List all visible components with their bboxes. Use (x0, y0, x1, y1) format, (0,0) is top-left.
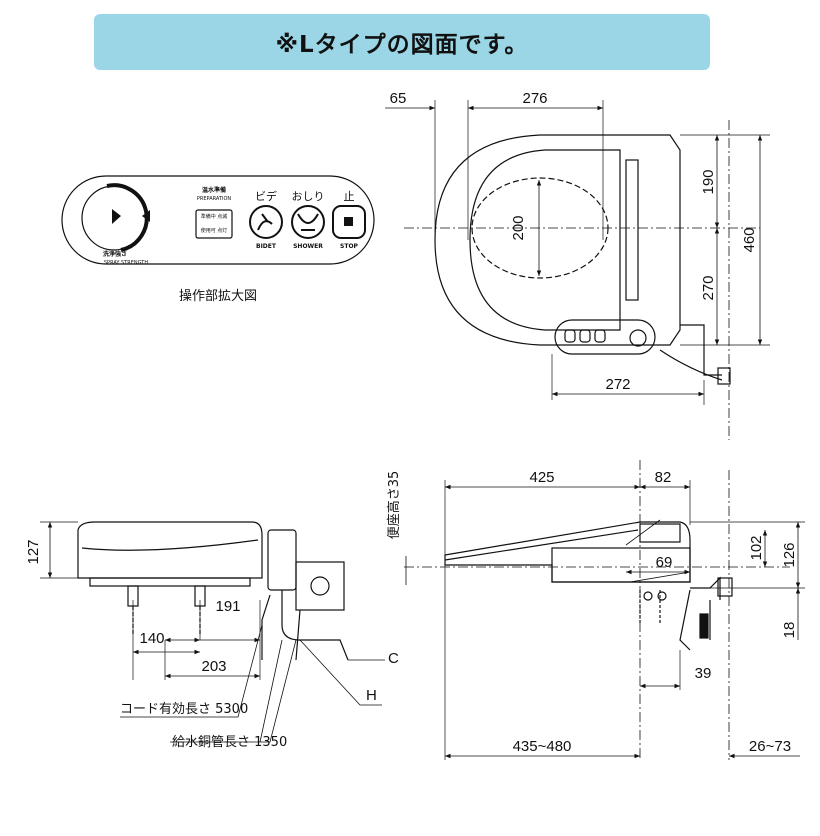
top-view (385, 100, 770, 440)
dim-460: 460 (741, 227, 758, 252)
dim-65: 65 (390, 90, 407, 107)
dim-272: 272 (605, 376, 630, 393)
dim-127: 127 (25, 539, 42, 564)
stop-label-en: STOP (340, 243, 359, 250)
shower-icon (297, 213, 319, 231)
spray-arc (106, 183, 149, 252)
stop-icon (344, 217, 353, 226)
dim-270: 270 (700, 275, 717, 300)
front-seat (444, 521, 691, 583)
bidet-label-jp: ビデ (255, 189, 277, 203)
hinge-cover (625, 159, 639, 301)
stop-label-jp: 止 (344, 190, 355, 203)
bidet-button (249, 205, 283, 239)
control-panel (61, 175, 375, 265)
dim-191: 191 (215, 598, 240, 615)
pipe-length: 給水銅管長さ 1350 (172, 735, 287, 750)
shower-label-en: SHOWER (293, 243, 323, 250)
supply-pipe (680, 324, 722, 376)
bidet-label-en: BIDET (256, 243, 277, 250)
spray-label-en: SPRAY STRENGTH (104, 260, 148, 266)
top-panel (554, 319, 656, 355)
cord-length: コード有効長さ 5300 (120, 702, 248, 717)
title-banner: ※Lタイプの図面です。 (94, 14, 710, 70)
prep-box (195, 209, 233, 239)
bidet-icon (257, 213, 273, 231)
seat-height-label: 便座高さ35 (386, 471, 402, 540)
dim-140: 140 (139, 630, 164, 647)
dim-425: 425 (529, 469, 554, 486)
play-right-icon (112, 209, 121, 224)
dim-435-480: 435~480 (513, 738, 572, 755)
seat-inner (469, 149, 621, 331)
mount-plate (295, 561, 345, 611)
prep-label-en: PREPARATION (197, 196, 232, 202)
stop-button (332, 205, 366, 239)
prep-label-jp: 温水準備 (202, 186, 226, 194)
valve-body (267, 529, 297, 591)
panel-outline (61, 175, 375, 265)
side-seat (77, 521, 263, 579)
play-left-icon (142, 210, 150, 222)
dim-126: 126 (781, 542, 798, 567)
shower-button (291, 205, 325, 239)
dim-18: 18 (781, 622, 798, 639)
spray-label-jp: 洗浄強さ (103, 250, 127, 258)
dim-276: 276 (522, 90, 547, 107)
prep-box-line1: 準備中 点滅 (201, 213, 228, 220)
dim-200: 200 (510, 215, 527, 240)
dim-69: 69 (656, 554, 673, 571)
label-c: C (388, 650, 399, 667)
side-view (40, 521, 385, 743)
dim-82: 82 (655, 469, 672, 486)
shower-label-jp: おしり (292, 190, 325, 203)
label-h: H (366, 687, 377, 704)
prep-box-line2: 使用可 点灯 (201, 227, 228, 234)
panel-caption: 操作部拡大図 (179, 288, 257, 304)
front-view (404, 460, 805, 760)
dim-26-73: 26~73 (749, 738, 791, 755)
dim-39: 39 (695, 665, 712, 682)
dim-203: 203 (201, 658, 226, 675)
dim-102: 102 (748, 535, 765, 560)
banner-title: ※Lタイプの図面です。 (275, 32, 529, 58)
seat-outline (434, 134, 681, 346)
dim-190: 190 (700, 169, 717, 194)
